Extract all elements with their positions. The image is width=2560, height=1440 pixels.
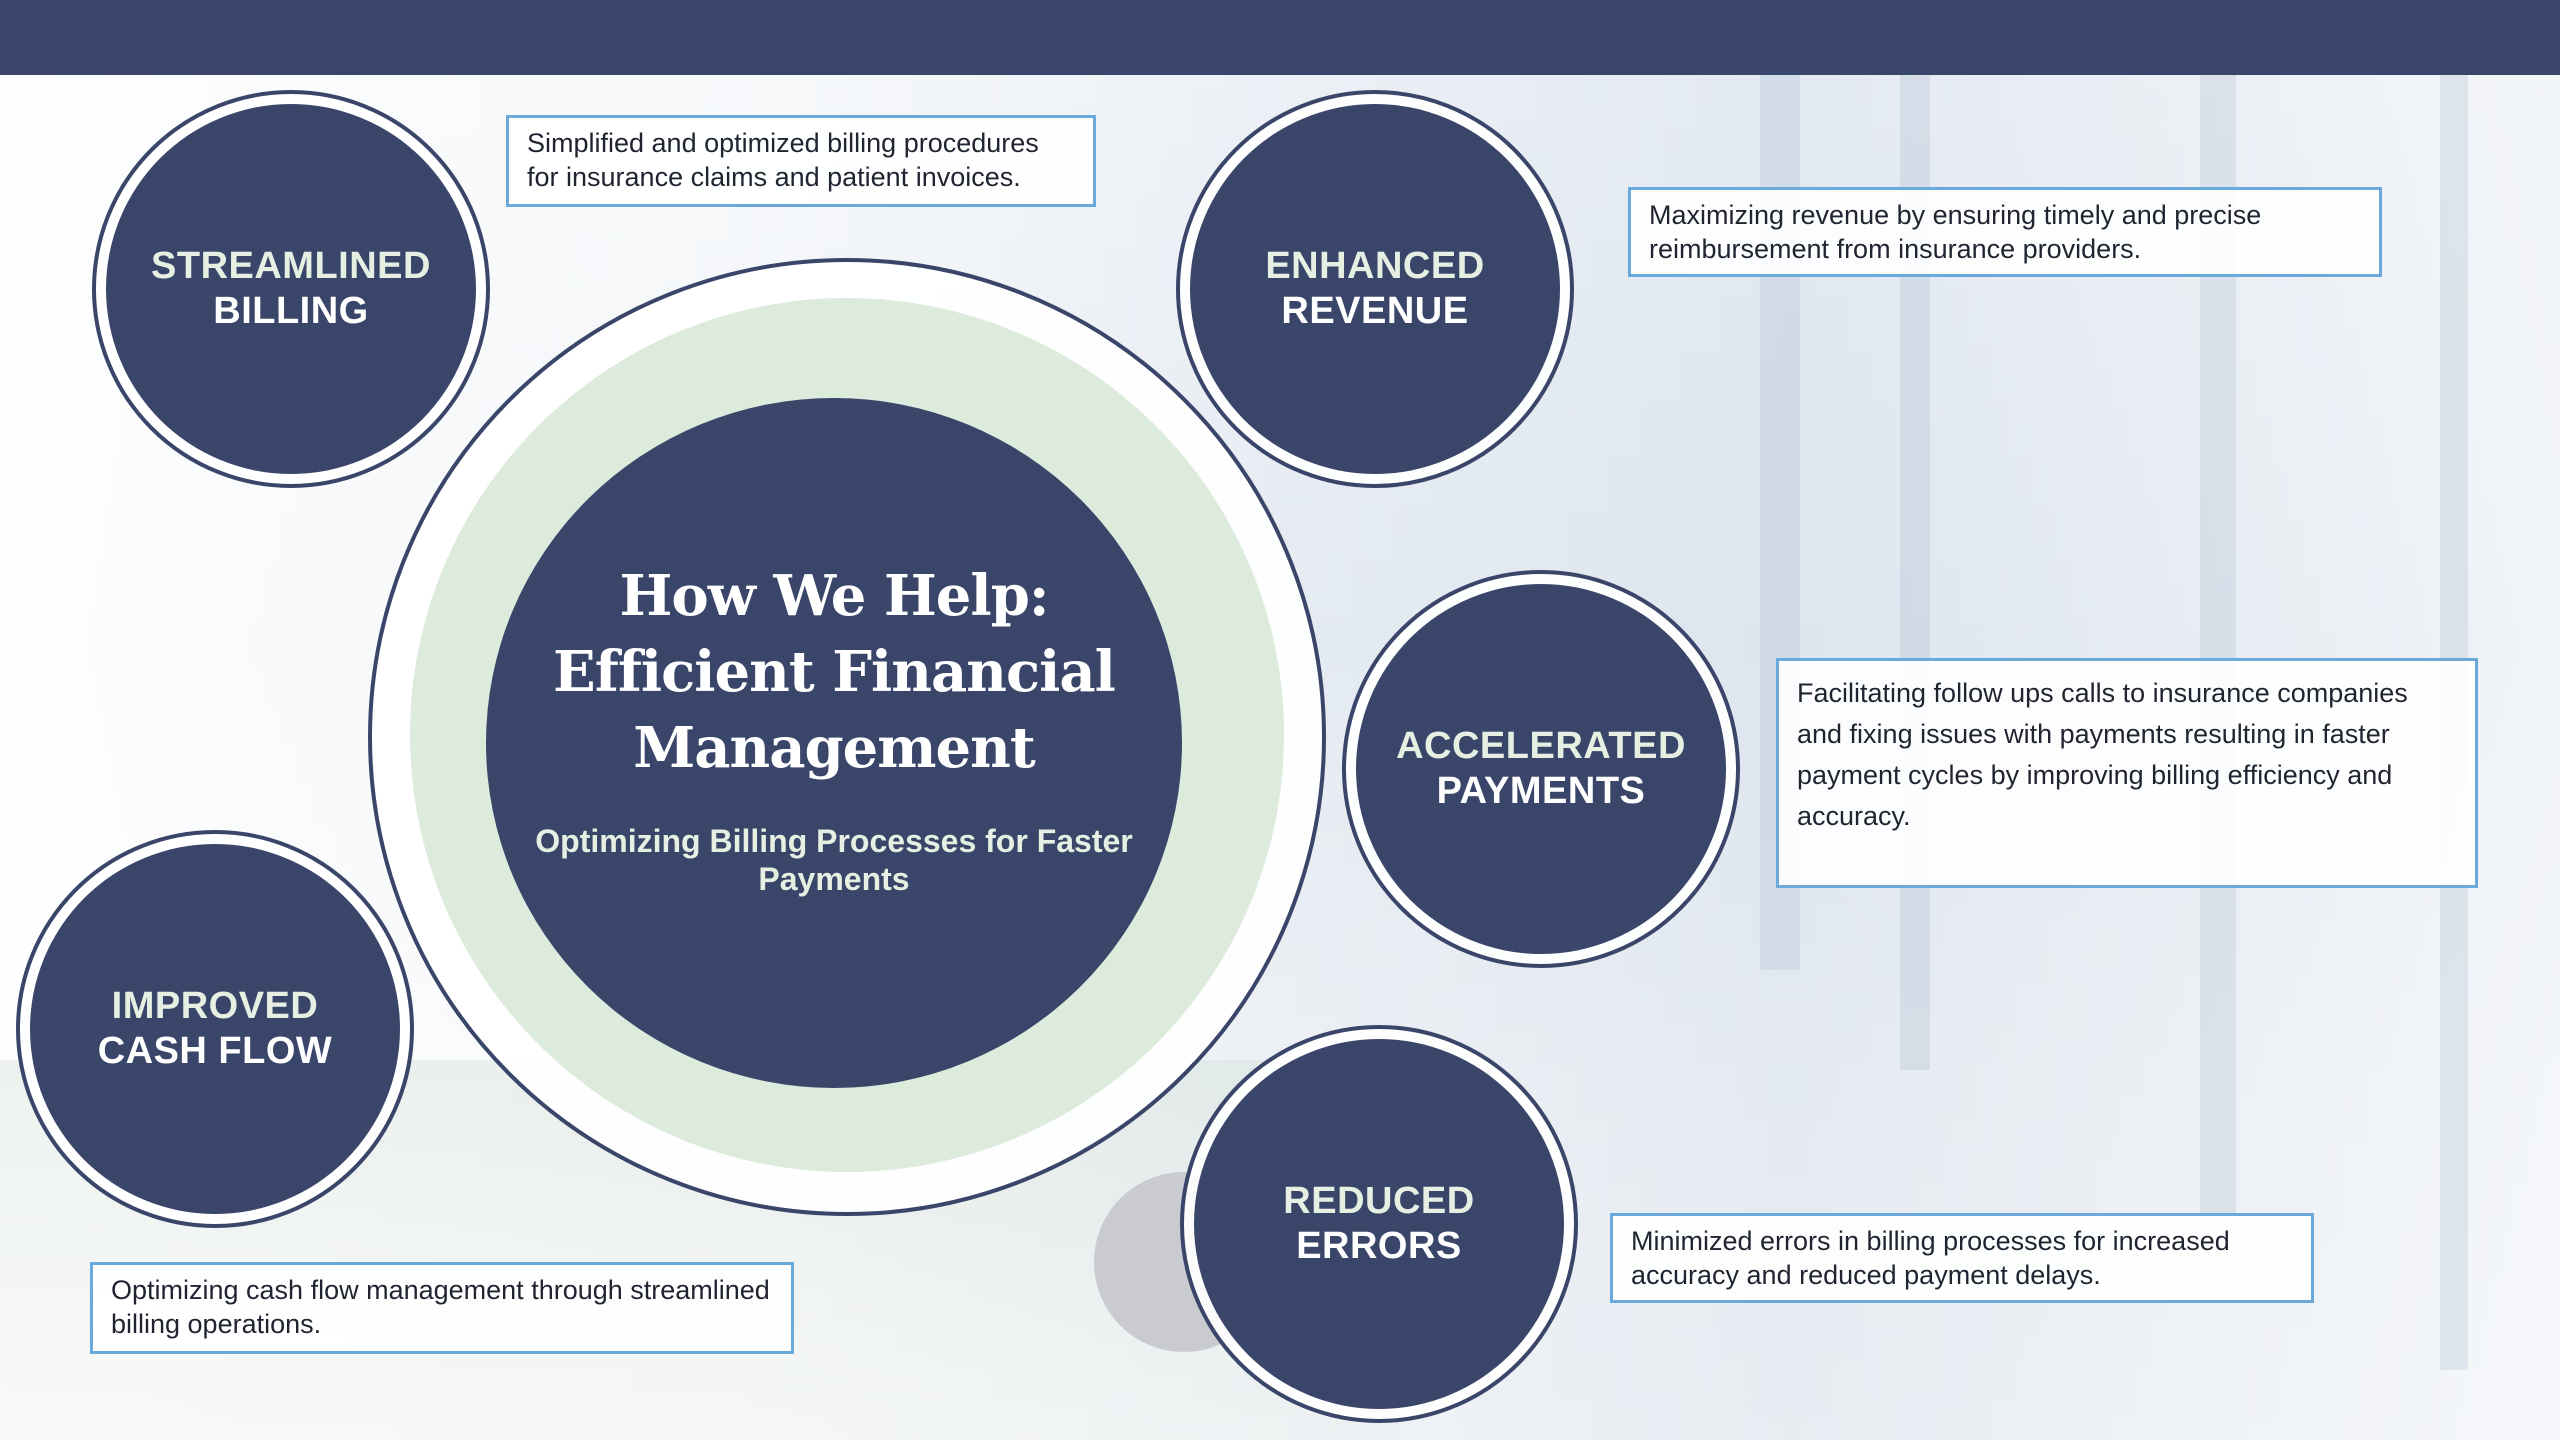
node-accelerated-payments: ACCELERATED PAYMENTS <box>1356 584 1726 954</box>
node-label-line2: PAYMENTS <box>1436 770 1646 812</box>
node-label-line2: ERRORS <box>1296 1225 1462 1267</box>
description-streamlined-billing: Simplified and optimized billing procedu… <box>506 115 1096 207</box>
node-label-line2: CASH FLOW <box>97 1030 333 1072</box>
description-reduced-errors: Minimized errors in billing processes fo… <box>1610 1213 2314 1303</box>
description-accelerated-payments: Facilitating follow ups calls to insuran… <box>1776 658 2478 888</box>
description-enhanced-revenue: Maximizing revenue by ensuring timely an… <box>1628 187 2382 277</box>
node-label-line2: REVENUE <box>1281 290 1469 332</box>
node-enhanced-revenue: ENHANCED REVENUE <box>1190 104 1560 474</box>
node-reduced-errors: REDUCED ERRORS <box>1194 1039 1564 1409</box>
node-label-line1: REDUCED <box>1283 1180 1475 1222</box>
top-banner <box>0 0 2560 75</box>
description-improved-cash-flow: Optimizing cash flow management through … <box>90 1262 794 1354</box>
node-label-line1: IMPROVED <box>111 985 319 1027</box>
node-label-line1: ACCELERATED <box>1396 725 1686 767</box>
node-label-line1: ENHANCED <box>1265 245 1485 287</box>
node-label-line1: STREAMLINED <box>151 245 431 287</box>
center-circle: How We Help: Efficient Financial Managem… <box>486 398 1182 1088</box>
node-improved-cash-flow: IMPROVED CASH FLOW <box>30 844 400 1214</box>
center-title: How We Help: Efficient Financial Managem… <box>553 563 1116 781</box>
center-subtitle: Optimizing Billing Processes for Faster … <box>535 823 1133 897</box>
node-streamlined-billing: STREAMLINED BILLING <box>106 104 476 474</box>
node-label-line2: BILLING <box>213 290 369 332</box>
